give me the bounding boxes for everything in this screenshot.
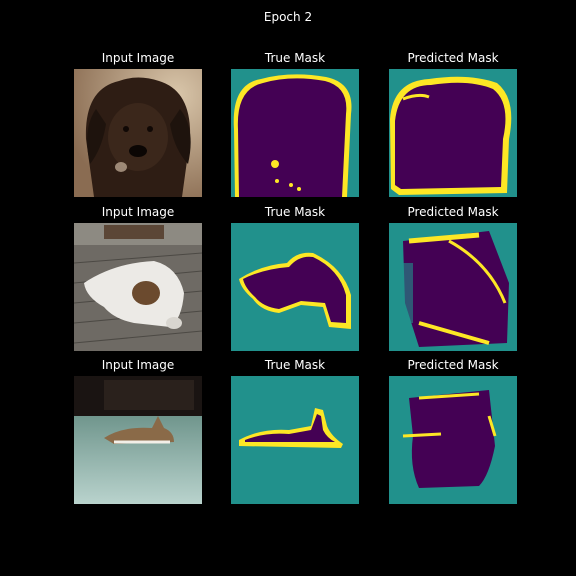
row3-predicted-mask: Predicted Mask <box>389 358 517 504</box>
row1-predicted-mask: Predicted Mask <box>389 51 517 197</box>
row2-pred-label: Predicted Mask <box>407 205 499 219</box>
predicted-mask-1 <box>389 69 517 197</box>
row2-input-image: Input Image <box>74 205 202 351</box>
predicted-mask-3 <box>389 376 517 504</box>
row3-true-mask: True Mask <box>231 358 359 504</box>
row1-true-label: True Mask <box>264 51 326 65</box>
row2-predicted-mask: Predicted Mask <box>389 205 517 351</box>
figure-title: Epoch 2 <box>263 10 313 24</box>
row2-true-label: True Mask <box>264 205 326 219</box>
row2-true-mask: True Mask <box>231 205 359 351</box>
row1-true-mask: True Mask <box>231 51 359 197</box>
lying-dog-photo <box>74 223 202 351</box>
row3-input-label: Input Image <box>101 358 175 372</box>
true-mask-3 <box>231 376 359 504</box>
row1-pred-label: Predicted Mask <box>407 51 499 65</box>
row1-input-image: Input Image <box>74 51 202 197</box>
row3-input-image: Input Image <box>74 358 202 504</box>
row3-true-label: True Mask <box>264 358 326 372</box>
row3-pred-label: Predicted Mask <box>407 358 499 372</box>
cat-photo <box>74 376 202 504</box>
dog-photo <box>74 69 202 197</box>
true-mask-1 <box>231 69 359 197</box>
row2-input-label: Input Image <box>101 205 175 219</box>
true-mask-2 <box>231 223 359 351</box>
predicted-mask-2 <box>389 223 517 351</box>
row1-input-label: Input Image <box>101 51 175 65</box>
